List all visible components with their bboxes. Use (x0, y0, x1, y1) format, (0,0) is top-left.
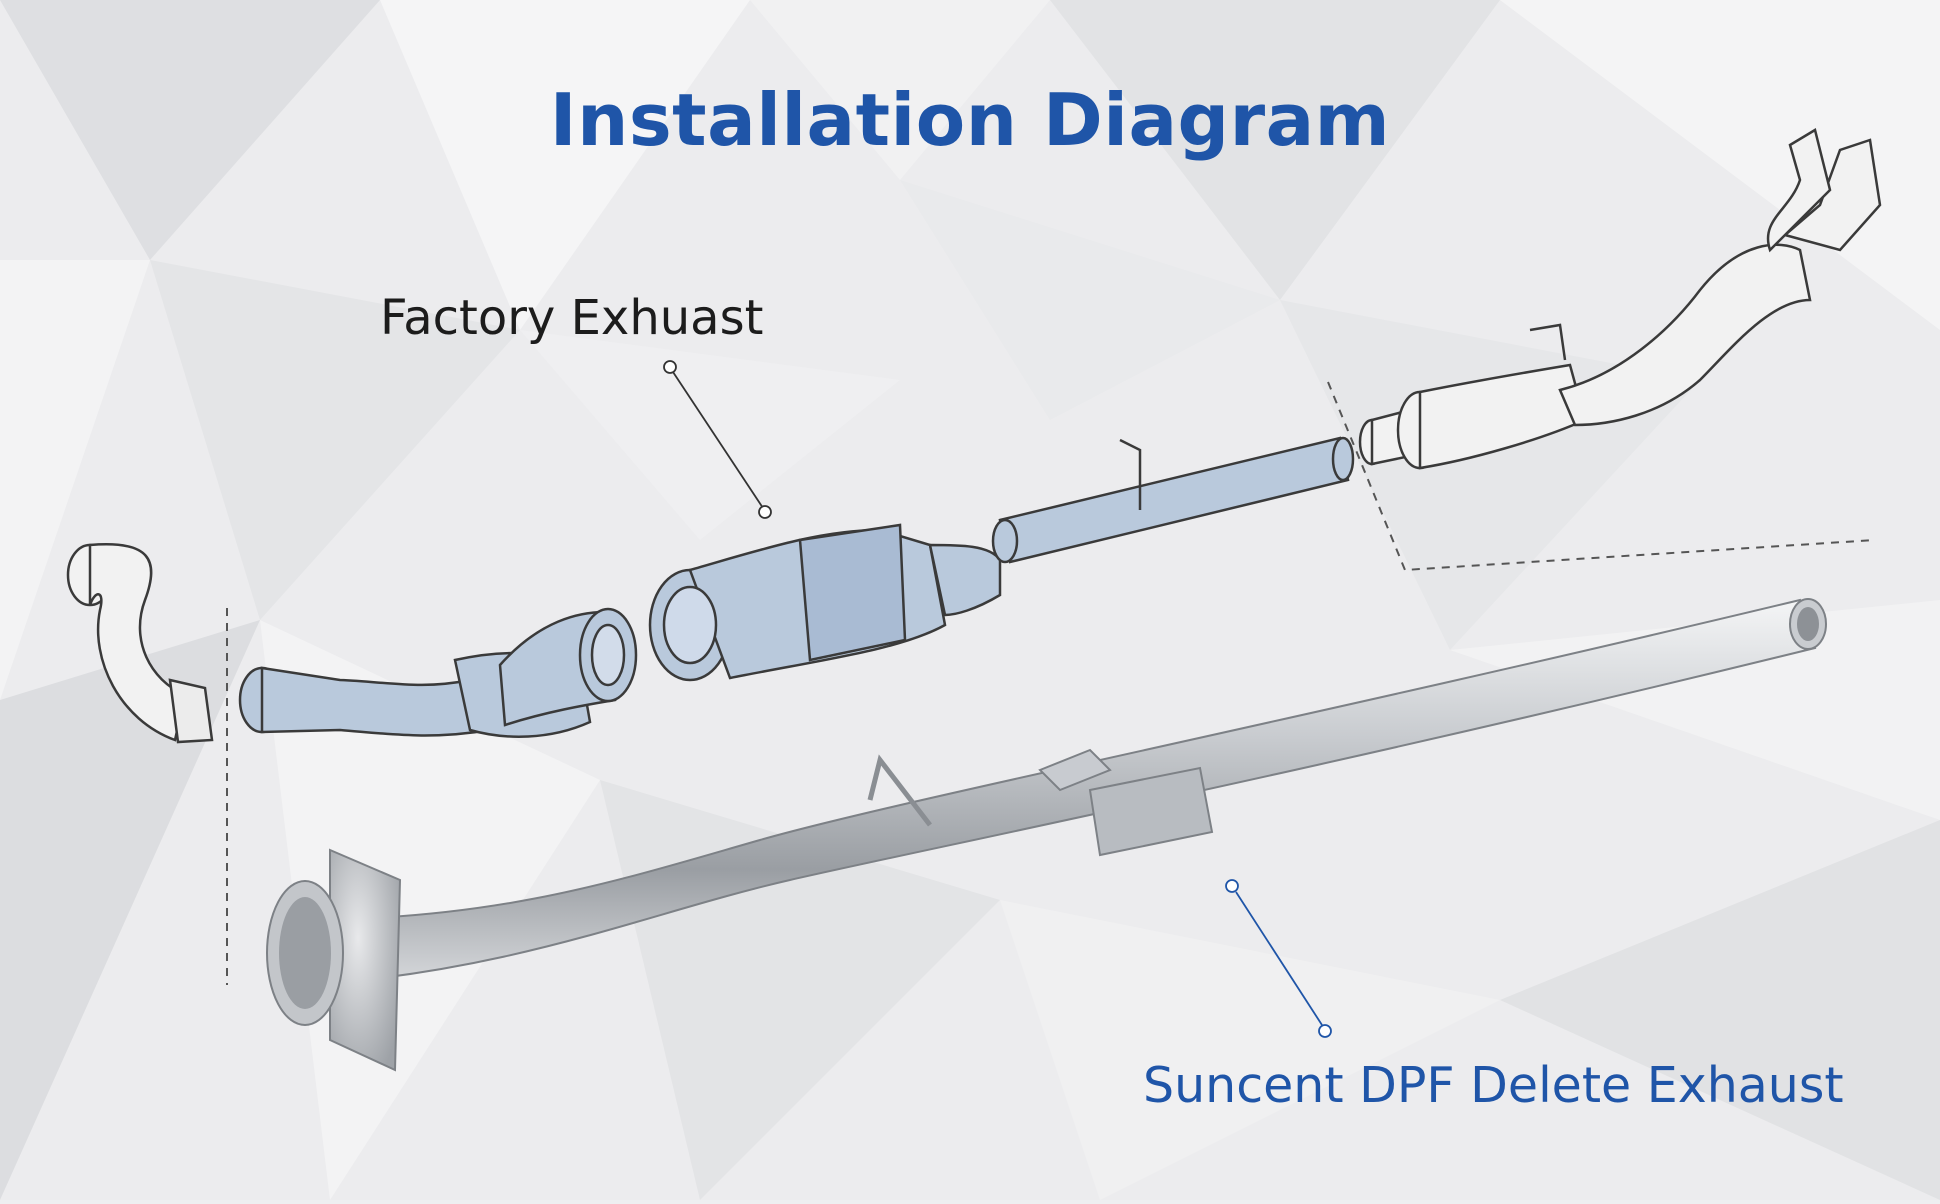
downpipe (66, 543, 214, 744)
suncent-callout-line (1225, 879, 1332, 1038)
suncent-callout-dot-bottom (1318, 1024, 1332, 1038)
right-guide-line (1327, 381, 1876, 572)
factory-callout-line (663, 360, 772, 519)
muffler-tailpipe (1358, 128, 1882, 470)
factory-callout-dot-top (663, 360, 677, 374)
suncent-exhaust-label: Suncent DPF Delete Exhaust (1143, 1057, 1844, 1114)
guide-lines (226, 381, 1876, 985)
suncent-callout-dot-top (1225, 879, 1239, 893)
suncent-delete-pipe (266, 598, 1827, 1072)
mid-pipe (991, 436, 1355, 564)
factory-exhaust-label: Factory Exhuast (380, 290, 764, 346)
factory-callout-dot-bottom (758, 505, 772, 519)
diagram-title: Installation Diagram (549, 78, 1391, 162)
dpf-filter (648, 523, 1002, 682)
catalytic-converter (498, 607, 638, 727)
